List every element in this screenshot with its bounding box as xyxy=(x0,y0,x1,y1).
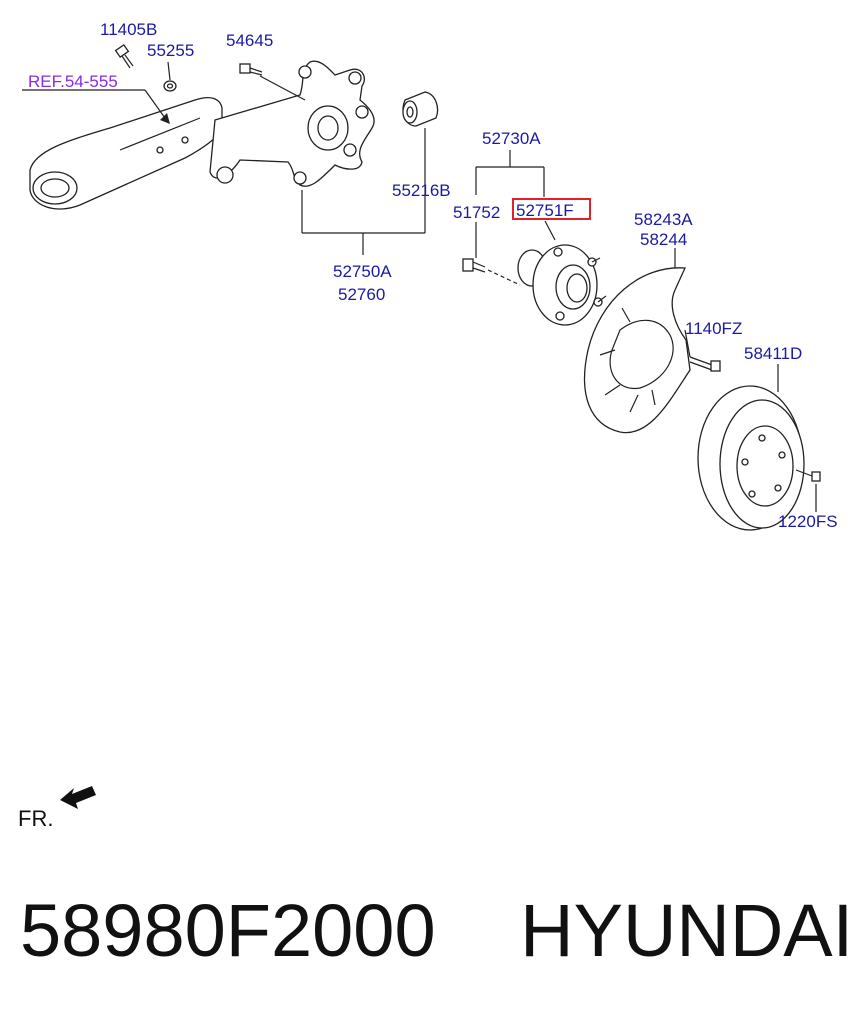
leader-lines xyxy=(22,61,817,512)
footer: 58980F2000 HYUNDAI xyxy=(20,888,860,978)
bushing-55216b[interactable] xyxy=(402,91,439,127)
brake-disc[interactable] xyxy=(697,385,805,531)
bolt-54645[interactable] xyxy=(239,63,263,76)
hub-bolt-51752[interactable] xyxy=(462,258,521,286)
label-reference[interactable]: REF.54-555 xyxy=(28,72,118,91)
label-52750a[interactable]: 52750A xyxy=(333,262,392,281)
label-52751f[interactable]: 52751F xyxy=(516,201,574,220)
part-number: 58980F2000 xyxy=(20,889,436,972)
label-55255[interactable]: 55255 xyxy=(147,41,194,60)
bolt-1140fz[interactable] xyxy=(689,356,721,372)
parts-diagram: 11405B 55255 54645 REF.54-555 52730A 552… xyxy=(18,20,838,831)
dust-shield[interactable] xyxy=(583,267,691,434)
hub-assembly[interactable] xyxy=(517,244,607,326)
knuckle[interactable] xyxy=(209,60,375,187)
label-51752[interactable]: 51752 xyxy=(453,203,500,222)
label-52730a[interactable]: 52730A xyxy=(482,129,541,148)
bolt-11405b[interactable] xyxy=(114,43,134,69)
label-58411d[interactable]: 58411D xyxy=(744,344,802,363)
brand-name: HYUNDAI xyxy=(520,889,854,972)
label-11405b[interactable]: 11405B xyxy=(100,20,157,39)
washer-55255[interactable] xyxy=(163,80,177,92)
front-label: FR. xyxy=(18,806,53,831)
label-1220fs[interactable]: 1220FS xyxy=(778,512,838,531)
label-58244[interactable]: 58244 xyxy=(640,230,687,249)
label-58243a[interactable]: 58243A xyxy=(634,210,693,229)
label-52760[interactable]: 52760 xyxy=(338,285,385,304)
label-55216b[interactable]: 55216B xyxy=(392,181,451,200)
label-54645[interactable]: 54645 xyxy=(226,31,273,50)
front-direction-arrow xyxy=(60,786,96,809)
trailing-arm[interactable] xyxy=(29,97,223,210)
label-1140fz[interactable]: 1140FZ xyxy=(685,319,742,338)
highlight-box xyxy=(512,198,591,220)
screw-1220fs[interactable] xyxy=(795,469,821,482)
